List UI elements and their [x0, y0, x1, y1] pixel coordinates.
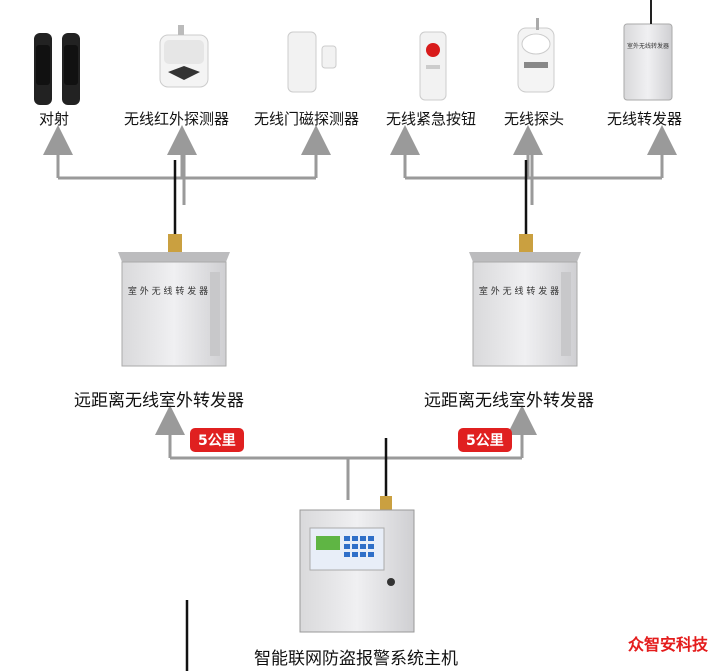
relay-left: 室 外 无 线 转 发 器 [118, 150, 230, 367]
label-emergency-button: 无线紧急按钮 [386, 110, 477, 128]
label-pir-detector: 无线红外探测器 [124, 110, 230, 128]
door-sensor-icon [287, 31, 337, 93]
relay-left-panel-text: 室 外 无 线 转 发 器 [128, 285, 208, 297]
emergency-button-icon [419, 31, 447, 101]
distance-badge-left: 5公里 [190, 428, 244, 452]
label-wireless-repeater: 无线转发器 [607, 110, 683, 128]
relay-right: 室 外 无 线 转 发 器 [469, 150, 581, 367]
bottom-connector-lines [155, 405, 537, 500]
label-wireless-probe: 无线探头 [504, 110, 565, 128]
distance-badge-right: 5公里 [458, 428, 512, 452]
small-repeater-panel-text: 室外无线转发器 [627, 42, 669, 50]
label-relay-right: 远距离无线室外转发器 [424, 391, 594, 411]
label-main-unit: 智能联网防盗报警系统主机 [254, 649, 458, 669]
brand-watermark: 众智安科技 [627, 635, 708, 654]
beam-detector-icon [34, 33, 80, 105]
label-beam-detector: 对射 [39, 110, 70, 128]
pir-detector-icon [159, 25, 209, 88]
small-repeater-icon: 室外无线转发器 [623, 0, 673, 101]
main-unit [299, 438, 415, 633]
label-door-sensor: 无线门磁探测器 [254, 110, 360, 128]
wireless-probe-icon [517, 18, 555, 93]
top-left-branch-lines [43, 125, 331, 180]
label-relay-left: 远距离无线室外转发器 [74, 391, 244, 411]
relay-right-panel-text: 室 外 无 线 转 发 器 [479, 285, 559, 297]
